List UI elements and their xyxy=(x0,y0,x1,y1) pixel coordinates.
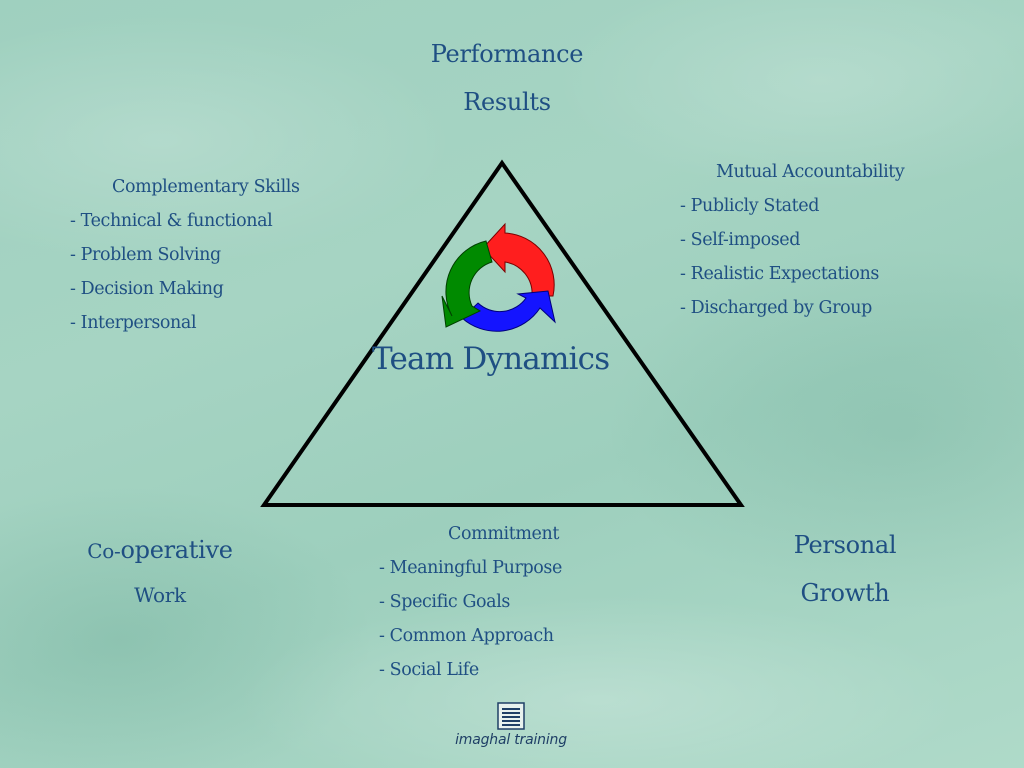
logo-text: imaghal training xyxy=(455,732,567,748)
commitment-list: - Meaningful Purpose - Specific Goals - … xyxy=(379,551,562,687)
cooperative-work-line2: Work xyxy=(134,583,186,607)
list-item: - Social Life xyxy=(379,660,479,680)
mutual-accountability-block: Mutual Accountability - Publicly Stated … xyxy=(680,155,905,325)
list-item: - Interpersonal xyxy=(70,313,197,333)
list-item: - Technical & functional xyxy=(70,211,273,231)
commitment-heading: Commitment xyxy=(448,524,559,544)
list-item: - Common Approach xyxy=(379,626,554,646)
logo-mark-icon xyxy=(497,702,525,730)
list-item: - Discharged by Group xyxy=(680,298,872,318)
cooperative-rest: operative xyxy=(120,536,233,564)
performance-results-label: Performance Results xyxy=(430,40,584,116)
list-item: - Realistic Expectations xyxy=(680,264,879,284)
center-title: Team Dynamics xyxy=(372,341,610,377)
cycle-arrows-icon xyxy=(441,222,556,332)
list-item: - Problem Solving xyxy=(70,245,221,265)
imaghal-logo: imaghal training xyxy=(451,702,571,748)
list-item: - Publicly Stated xyxy=(680,196,820,216)
red-arrow-icon xyxy=(482,222,555,297)
team-triangle xyxy=(260,159,745,507)
mutual-accountability-list: - Publicly Stated - Self-imposed - Reali… xyxy=(680,189,904,325)
personal-growth-label: Personal Growth xyxy=(793,531,897,607)
blue-arrow-icon xyxy=(461,290,556,332)
green-arrow-icon xyxy=(441,240,493,328)
cooperative-work-label: Co-operative Work xyxy=(60,528,260,617)
mutual-accountability-heading: Mutual Accountability xyxy=(716,162,905,182)
list-item: - Decision Making xyxy=(70,279,224,299)
complementary-skills-list: - Technical & functional - Problem Solvi… xyxy=(70,204,300,340)
commitment-block: Commitment - Meaningful Purpose - Specif… xyxy=(379,517,562,687)
list-item: - Self-imposed xyxy=(680,230,801,250)
list-item: - Meaningful Purpose xyxy=(379,558,562,578)
complementary-skills-heading: Complementary Skills xyxy=(112,177,300,197)
cooperative-prefix: Co- xyxy=(87,539,121,563)
complementary-skills-block: Complementary Skills - Technical & funct… xyxy=(70,170,300,340)
list-item: - Specific Goals xyxy=(379,592,510,612)
